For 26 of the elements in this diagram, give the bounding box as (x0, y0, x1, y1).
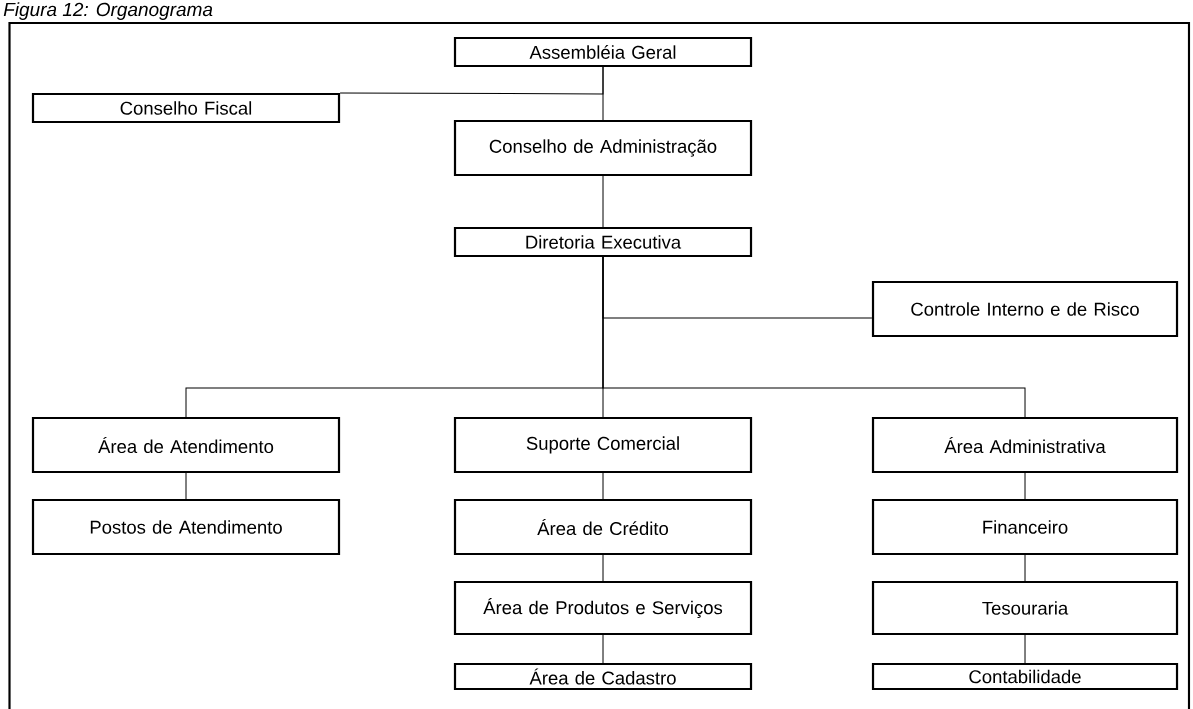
org-box: Assembléia Geral (453, 36, 753, 68)
org-box: Área Administrativa (871, 416, 1179, 474)
org-box: Área de Crédito (453, 498, 753, 556)
connector-line (1024, 634, 1026, 664)
connector-line (602, 472, 604, 500)
org-box: Controle Interno e de Risco (871, 280, 1179, 338)
org-box: Suporte Comercial (453, 416, 753, 474)
org-box: Área de Produtos e Serviços (453, 580, 753, 636)
org-box: Conselho de Administração (453, 119, 753, 177)
connector-line (339, 66, 604, 95)
org-box: Área de Cadastro (453, 662, 753, 691)
org-box: Conselho Fiscal (31, 92, 341, 124)
connector-line (602, 256, 1026, 418)
connector-line (602, 634, 604, 664)
org-box: Financeiro (871, 498, 1179, 556)
org-box: Contabilidade (871, 662, 1179, 691)
connector-line (1024, 554, 1026, 582)
org-box: Postos de Atendimento (31, 498, 341, 556)
connector-line (1024, 472, 1026, 500)
org-box: Área de Atendimento (31, 416, 341, 474)
connector-line (602, 554, 604, 582)
connector-line (185, 472, 187, 500)
figure-title: Figura 12: Organograma (3, 2, 213, 20)
connector-line (602, 175, 604, 228)
org-box: Diretoria Executiva (453, 226, 753, 258)
org-box: Tesouraria (871, 580, 1179, 636)
